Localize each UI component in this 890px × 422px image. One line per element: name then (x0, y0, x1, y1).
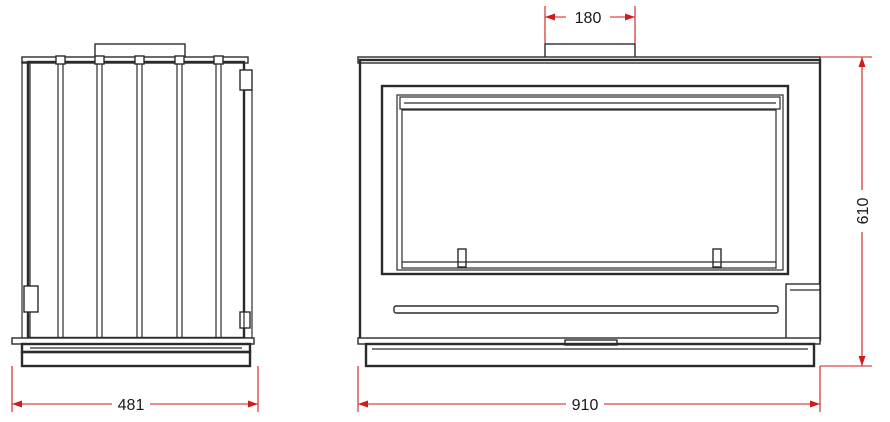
side-ribs (57, 61, 222, 339)
side-rib-tabs (55, 55, 224, 65)
front-log-retainers (402, 248, 776, 268)
front-glass (396, 94, 784, 271)
dimension-depth: 481 (11, 366, 259, 414)
front-door-frame (380, 84, 790, 276)
side-rear-fitting-top (239, 69, 253, 91)
dimension-width-label: 910 (572, 397, 599, 414)
front-view (357, 43, 822, 368)
dimension-height-label: 610 (855, 198, 872, 225)
side-front-handle (23, 285, 39, 313)
front-outer-frame (358, 58, 822, 342)
front-air-control-bar (393, 305, 779, 314)
side-view (11, 43, 255, 368)
side-body (26, 60, 246, 340)
dimension-height: 610 (820, 56, 872, 367)
side-base-foot (20, 350, 252, 368)
side-rear-fitting-bottom (239, 311, 251, 329)
dimension-width: 910 (357, 366, 821, 414)
dimension-flue: 180 (544, 6, 636, 44)
dimension-flue-label: 180 (575, 10, 602, 27)
dimension-depth-label: 481 (118, 397, 145, 414)
front-control-box (785, 283, 821, 341)
front-base (364, 342, 816, 368)
front-glass-top-band (399, 96, 781, 110)
front-firebox-opening (401, 109, 777, 269)
